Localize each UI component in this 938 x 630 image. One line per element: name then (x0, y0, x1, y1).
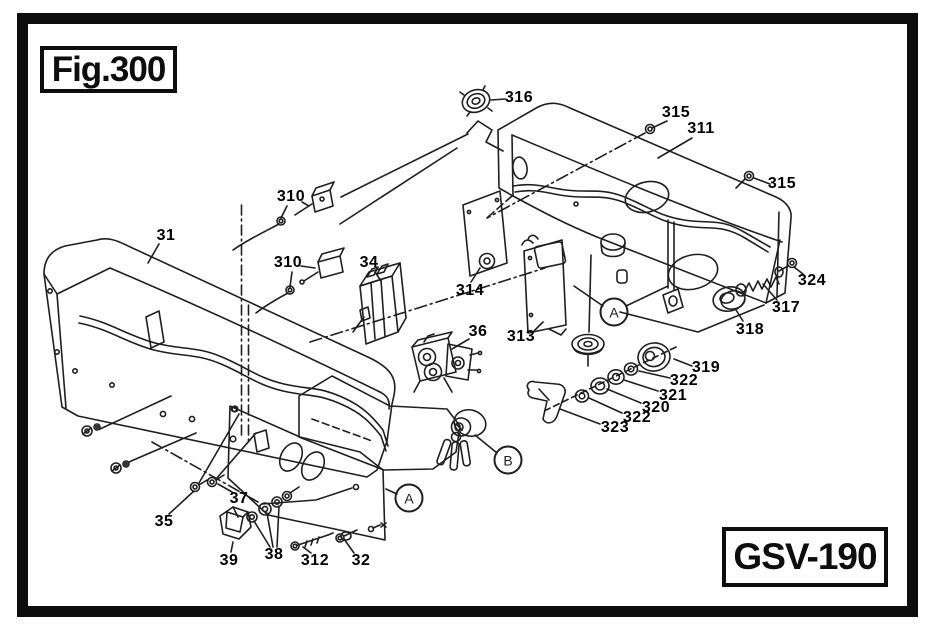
part-callout-34: 34 (359, 254, 379, 271)
bolt-35-drawing (189, 413, 240, 493)
model-number-label: GSV-190 (733, 536, 877, 577)
spring-317-drawing (735, 266, 784, 297)
part-callout-38: 38 (264, 546, 284, 563)
part-callout-312: 312 (300, 552, 330, 569)
bracket-314-drawing (462, 190, 508, 277)
fuel-strainer-drawing (571, 254, 605, 367)
left-washers-drawing (81, 395, 197, 474)
part-callout-322: 322 (669, 372, 699, 389)
washer-322a-drawing (623, 362, 639, 376)
part-callout-315: 315 (661, 104, 691, 121)
screw-315-right-drawing (735, 170, 755, 189)
part-callout-324: 324 (797, 272, 827, 289)
part-callout-318: 318 (735, 321, 765, 338)
model-number-box: GSV-190 (722, 527, 888, 587)
part-callout-35: 35 (154, 513, 174, 530)
center-lines-drawing (240, 204, 250, 442)
part-callout-310: 310 (273, 254, 303, 271)
view-marker-B: B (493, 445, 523, 475)
part-callout-323: 323 (600, 419, 630, 436)
cover-31-drawing (43, 238, 396, 478)
part-callout-322: 322 (622, 409, 652, 426)
switch-34-drawing (352, 262, 407, 345)
washer-321-drawing (607, 368, 625, 385)
part-callout-313: 313 (506, 328, 536, 345)
engine-deck-drawing (298, 195, 765, 471)
view-marker-A: A (394, 483, 424, 513)
washers-38-drawing (246, 486, 300, 523)
page-border (17, 13, 918, 617)
part-callout-315: 315 (767, 175, 797, 192)
bolt-324-drawing (778, 257, 798, 272)
pulley-319-drawing (637, 342, 671, 372)
screw-312-drawing (290, 532, 334, 551)
part-callout-319: 319 (691, 359, 721, 376)
part-callout-39: 39 (219, 552, 239, 569)
part-callout-37: 37 (229, 490, 249, 507)
part-callout-31: 31 (156, 227, 176, 244)
part-callout-316: 316 (504, 89, 534, 106)
part-callout-314: 314 (455, 282, 485, 299)
part-callout-36: 36 (468, 323, 488, 340)
fuel-tank-311-drawing (497, 102, 792, 304)
switch-310b-drawing (255, 247, 345, 314)
support-clip-drawing (662, 288, 684, 314)
switch-310a-drawing (232, 181, 335, 251)
figure-number-box: Fig.300 (40, 46, 177, 93)
coil-313-drawing (521, 234, 567, 336)
bushing-318-drawing (712, 285, 746, 313)
part-callout-310: 310 (276, 188, 306, 205)
knob-39-drawing (219, 506, 252, 540)
bushing-320-drawing (590, 377, 610, 395)
leader-lines (147, 98, 804, 554)
bolt-37-drawing (206, 432, 257, 488)
part-callout-320: 320 (641, 399, 671, 416)
screw-315-top-drawing (486, 123, 656, 219)
part-callout-317: 317 (771, 299, 801, 316)
part-callout-311: 311 (687, 120, 715, 137)
heat-shield-drawing (339, 120, 504, 225)
screw-32-drawing (335, 522, 387, 543)
figure-number-label: Fig.300 (51, 49, 167, 89)
part-callout-32: 32 (351, 552, 371, 569)
part-callout-321: 321 (658, 387, 688, 404)
cap-316-drawing (459, 85, 493, 117)
ignition-switch-keys-drawing (436, 408, 487, 471)
carburetor-36-drawing (411, 331, 483, 393)
lever-323-drawing (526, 346, 677, 424)
view-marker-A: A (599, 297, 629, 327)
